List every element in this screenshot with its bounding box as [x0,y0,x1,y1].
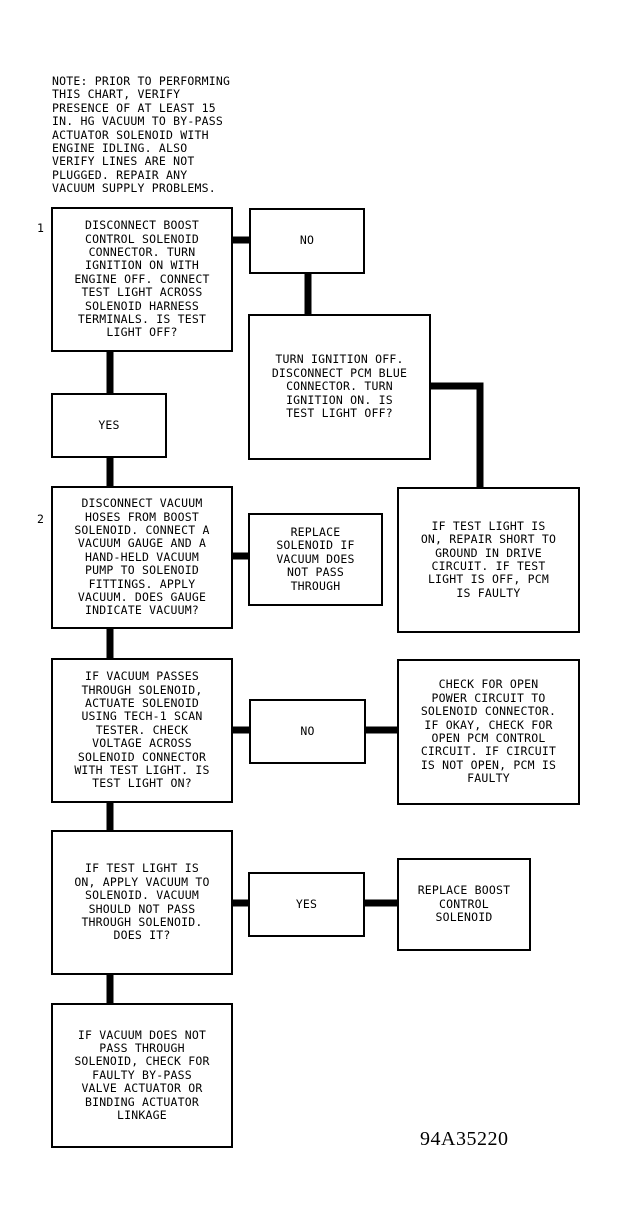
box-disconnect-boost-text: DISCONNECT BOOST CONTROL SOLENOID CONNEC… [74,218,210,340]
box-repair-short: IF TEST LIGHT IS ON, REPAIR SHORT TO GRO… [397,487,580,633]
box-replace-solenoid-text: REPLACE SOLENOID IF VACUUM DOES NOT PASS… [276,524,355,593]
box-yes-4-text: YES [295,896,318,911]
box-yes-4: YES [248,872,365,937]
box-apply-vacuum-text: IF TEST LIGHT IS ON, APPLY VACUUM TO SOL… [74,861,210,943]
box-replace-boost-solenoid-text: REPLACE BOOST CONTROL SOLENOID [417,883,511,925]
box-disconnect-vacuum: DISCONNECT VACUUM HOSES FROM BOOST SOLEN… [51,486,233,629]
box-turn-ignition-off-text: TURN IGNITION OFF. DISCONNECT PCM BLUE C… [271,352,408,421]
box-yes-1: YES [51,393,167,458]
box-disconnect-boost: DISCONNECT BOOST CONTROL SOLENOID CONNEC… [51,207,233,352]
box-check-open-circuit-text: CHECK FOR OPEN POWER CIRCUIT TO SOLENOID… [420,677,557,786]
box-turn-ignition-off: TURN IGNITION OFF. DISCONNECT PCM BLUE C… [248,314,431,460]
box-no-3: NO [249,699,366,764]
box-no-1: NO [249,208,365,274]
note-text: NOTE: PRIOR TO PERFORMING THIS CHART, VE… [52,74,231,196]
box-yes-1-text: YES [98,417,120,432]
box-check-open-circuit: CHECK FOR OPEN POWER CIRCUIT TO SOLENOID… [397,659,580,805]
box-no-3-text: NO [300,723,315,738]
figure-id: 94A35220 [420,1128,509,1150]
box-vacuum-passes-text: IF VACUUM PASSES THROUGH SOLENOID, ACTUA… [74,669,210,791]
box-no-1-text: NO [299,233,315,248]
box-disconnect-vacuum-text: DISCONNECT VACUUM HOSES FROM BOOST SOLEN… [74,496,210,618]
box-check-bypass-actuator-text: IF VACUUM DOES NOT PASS THROUGH SOLENOID… [74,1027,210,1123]
box-replace-boost-solenoid: REPLACE BOOST CONTROL SOLENOID [397,858,531,951]
box-check-bypass-actuator: IF VACUUM DOES NOT PASS THROUGH SOLENOID… [51,1003,233,1148]
box-vacuum-passes: IF VACUUM PASSES THROUGH SOLENOID, ACTUA… [51,658,233,803]
box-repair-short-text: IF TEST LIGHT IS ON, REPAIR SHORT TO GRO… [420,518,557,600]
step-number-2: 2 [37,512,44,526]
box-replace-solenoid: REPLACE SOLENOID IF VACUUM DOES NOT PASS… [248,513,383,606]
box-apply-vacuum: IF TEST LIGHT IS ON, APPLY VACUUM TO SOL… [51,830,233,975]
connector-turn-ignition-short [430,382,484,488]
step-number-1: 1 [37,221,44,235]
